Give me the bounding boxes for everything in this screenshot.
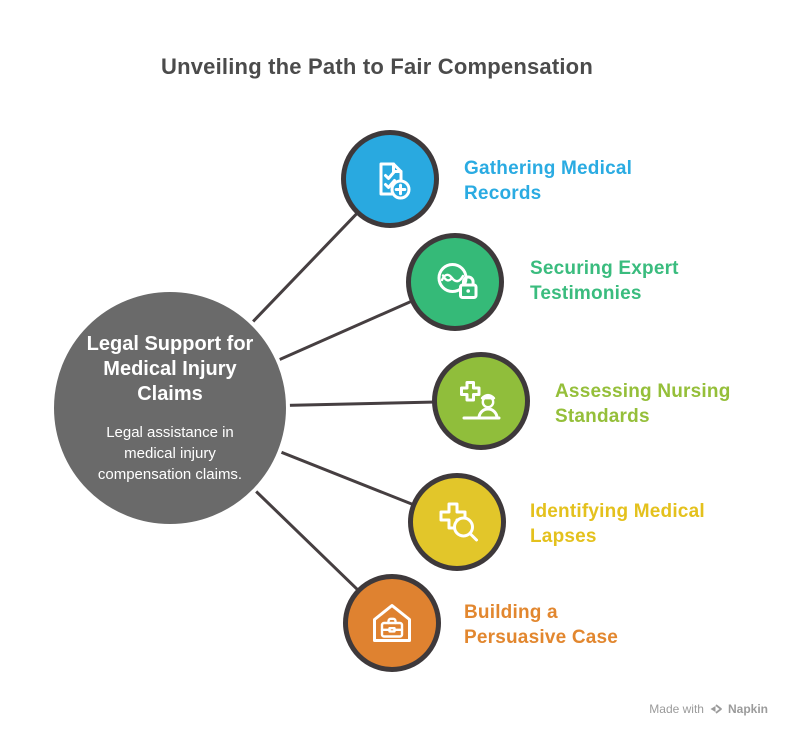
central-topic-circle: Legal Support for Medical Injury Claims …	[50, 288, 290, 528]
watermark-brand: Napkin	[727, 702, 768, 716]
node-label-securing-expert-testimonies: Securing Expert Testimonies	[530, 258, 679, 304]
nurse-cross-icon	[460, 381, 501, 420]
page-title: Unveiling the Path to Fair Compensation	[161, 54, 593, 79]
house-briefcase-icon	[373, 604, 411, 642]
wave-circle-lock-icon	[437, 263, 478, 299]
node-building-persuasive-case	[343, 574, 441, 672]
central-topic-heading: Legal Support for Medical Injury Claims	[86, 332, 254, 405]
node-identifying-medical-lapses	[408, 473, 506, 571]
node-securing-expert-testimonies	[406, 233, 504, 331]
central-topic-description: Legal assistance in medical injury compe…	[97, 423, 243, 483]
node-label-building-persuasive-case: Building a Persuasive Case	[464, 602, 619, 648]
napkin-logo-icon	[710, 704, 722, 714]
watermark-prefix: Made with	[649, 702, 704, 716]
cross-magnifier-icon	[439, 502, 478, 542]
node-label-identifying-medical-lapses: Identifying Medical Lapses	[530, 501, 705, 547]
node-assessing-nursing-standards	[432, 352, 530, 450]
node-label-gathering-medical-records: Gathering Medical Records	[464, 158, 633, 204]
node-gathering-medical-records	[341, 130, 439, 228]
node-label-assessing-nursing-standards: Assessing Nursing Standards	[555, 381, 731, 427]
watermark: Made with Napkin	[649, 702, 768, 716]
medical-record-icon	[379, 162, 411, 200]
